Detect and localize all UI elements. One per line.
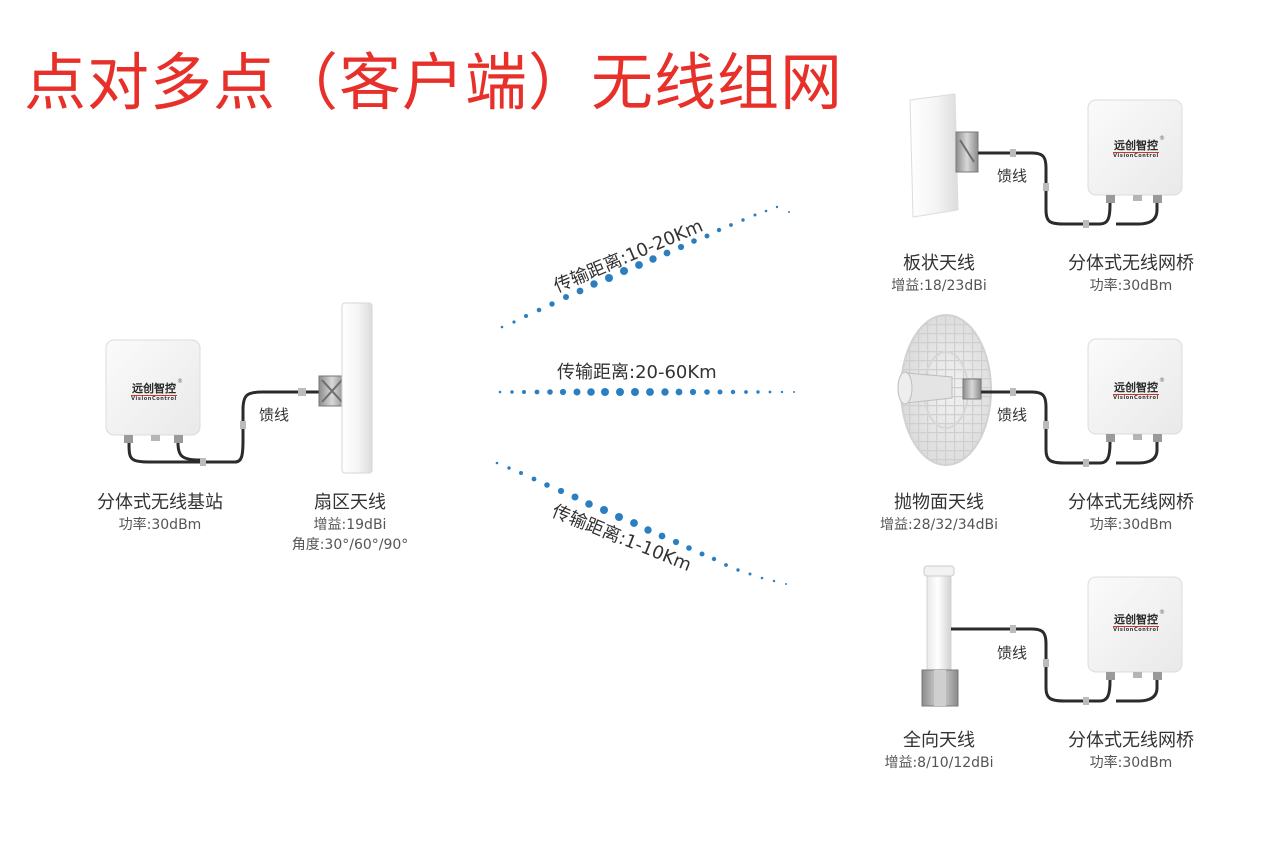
bridge-spec: 功率:30dBm [1089, 278, 1173, 294]
signal-link-middle [498, 388, 795, 396]
bridge-device-1 [1087, 99, 1183, 203]
client-antenna-label: 抛物面天线 增益:28/32/34dBi [864, 488, 1014, 534]
brand-logo: 远创智控 VisionControl ® [1113, 377, 1165, 401]
antenna-spec: 增益:18/23dBi [891, 278, 987, 294]
client-bridge-label: 分体式无线网桥 功率:30dBm [1051, 249, 1211, 295]
panel-antenna [909, 93, 979, 218]
feeder-label: 馈线 [997, 406, 1028, 424]
bridge-device-3 [1087, 576, 1183, 680]
brand-logo: 远创智控 VisionControl ® [131, 378, 183, 402]
bridge-name: 分体式无线网桥 [1068, 253, 1194, 274]
brand-logo: 远创智控 VisionControl ® [1113, 609, 1165, 633]
client-bridge-label: 分体式无线网桥 功率:30dBm [1051, 726, 1211, 772]
bridge-device-2 [1087, 338, 1183, 442]
base-station-label: 分体式无线基站 功率:30dBm [80, 488, 240, 534]
antenna-name: 扇区天线 [314, 492, 386, 513]
client-bridge-label: 分体式无线网桥 功率:30dBm [1051, 488, 1211, 534]
antenna-spec: 增益:8/10/12dBi [884, 755, 994, 771]
base-station-device [105, 339, 201, 443]
page-title: 点对多点（客户端）无线组网 [24, 46, 844, 119]
sector-antenna-label: 扇区天线 增益:19dBi 角度:30°/60°/90° [280, 488, 420, 554]
antenna-name: 抛物面天线 [894, 492, 984, 513]
bridge-name: 分体式无线网桥 [1068, 730, 1194, 751]
feeder-label: 馈线 [259, 406, 290, 424]
bridge-name: 分体式无线网桥 [1068, 492, 1194, 513]
signal-link-lower [495, 461, 787, 585]
signal-link-upper [500, 205, 790, 329]
dish-antenna [897, 314, 992, 466]
antenna-spec: 增益:28/32/34dBi [880, 517, 998, 533]
bridge-spec: 功率:30dBm [1089, 755, 1173, 771]
link-distance-label: 传输距离:20-60Km [557, 362, 717, 383]
feeder-label: 馈线 [997, 644, 1028, 662]
device-spec: 功率:30dBm [118, 517, 202, 533]
sector-antenna [318, 302, 373, 474]
client-antenna-label: 全向天线 增益:8/10/12dBi [869, 726, 1009, 772]
antenna-name: 全向天线 [903, 730, 975, 751]
omni-antenna [921, 565, 959, 707]
bridge-spec: 功率:30dBm [1089, 517, 1173, 533]
device-name: 分体式无线基站 [97, 492, 223, 513]
client-antenna-label: 板状天线 增益:18/23dBi [869, 249, 1009, 295]
antenna-name: 板状天线 [903, 253, 975, 274]
antenna-spec: 角度:30°/60°/90° [291, 537, 409, 553]
base-feeder-cable [127, 390, 320, 464]
antenna-spec: 增益:19dBi [313, 517, 387, 533]
feeder-label: 馈线 [997, 167, 1028, 185]
brand-logo: 远创智控 VisionControl ® [1113, 135, 1165, 159]
